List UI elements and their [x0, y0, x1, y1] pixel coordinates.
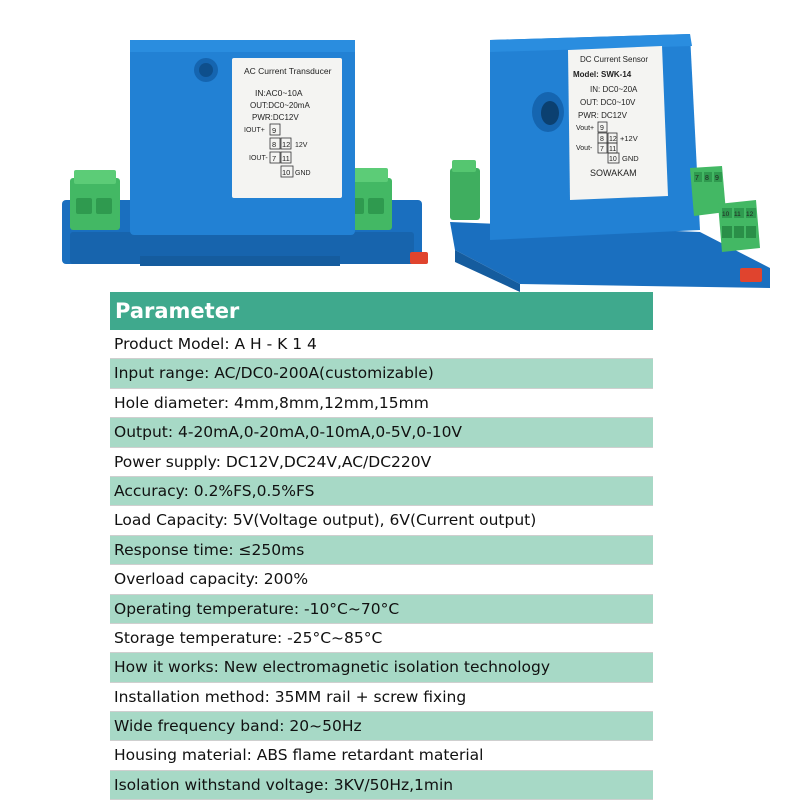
param-row-storage-temperature: Storage temperature: -25°C~85°C [110, 623, 653, 654]
left-label-iout-plus: IOUT+ [244, 127, 265, 134]
right-label-brand: SOWAKAM [590, 168, 637, 178]
param-row-response-time: Response time: ≤250ms [110, 535, 653, 566]
terminal-9: 9 [715, 175, 719, 182]
right-label-title: DC Current Sensor [580, 55, 648, 64]
param-row-frequency-band: Wide frequency band: 20~50Hz [110, 712, 653, 742]
right-pin-12: 12 [609, 136, 617, 143]
right-label-out: OUT: DC0~10V [580, 98, 636, 107]
right-pin-8: 8 [600, 136, 604, 143]
right-spec-label [568, 46, 668, 200]
right-label-vout-minus: Vout- [576, 145, 593, 152]
terminal-11: 11 [734, 211, 741, 218]
param-row-operating-temperature: Operating temperature: -10°C~70°C [110, 594, 653, 624]
left-pin-12: 12 [282, 140, 290, 149]
param-row-how-it-works: How it works: New electromagnetic isolat… [110, 653, 653, 683]
product-photo: AC Current Transducer IN:AC0~10A OUT:DC0… [0, 0, 800, 292]
left-pin-11: 11 [282, 154, 290, 163]
right-pin-10: 10 [609, 156, 617, 163]
terminal-8: 8 [705, 175, 709, 182]
right-pin-11: 11 [609, 146, 616, 153]
left-pin-12-text: 12V [295, 142, 308, 149]
terminal-block-side [450, 160, 480, 220]
left-pin-7: 7 [272, 154, 276, 163]
left-label-in: IN:AC0~10A [255, 88, 303, 98]
right-pin-9: 9 [600, 125, 604, 132]
left-pin-8: 8 [272, 140, 276, 149]
terminal-12: 12 [746, 211, 754, 218]
right-label-vout-plus: Vout+ [576, 125, 594, 132]
right-pin-10-text: GND [622, 154, 639, 163]
terminal-block-left [70, 170, 120, 230]
terminal-block-bottom: 10 11 12 [718, 200, 760, 252]
left-label-iout-minus: IOUT- [249, 155, 268, 162]
param-row-overload-capacity: Overload capacity: 200% [110, 565, 653, 595]
left-pin-10: 10 [282, 168, 290, 177]
rail-latch [410, 252, 428, 264]
left-label-out: OUT:DC0~20mA [250, 101, 310, 110]
left-transducer-device: AC Current Transducer IN:AC0~10A OUT:DC0… [62, 40, 428, 266]
right-label-model: Model: SWK-14 [573, 70, 632, 79]
param-row-isolation-voltage: Isolation withstand voltage: 3KV/50Hz,1m… [110, 770, 653, 800]
parameter-header: Parameter [110, 292, 653, 330]
terminal-7: 7 [695, 175, 699, 182]
parameter-table: Parameter Product Model: A H - K 1 4 Inp… [110, 292, 653, 800]
param-row-accuracy: Accuracy: 0.2%FS,0.5%FS [110, 476, 653, 507]
terminal-10: 10 [722, 211, 730, 218]
param-row-power-supply: Power supply: DC12V,DC24V,AC/DC220V [110, 447, 653, 477]
left-label-pwr: PWR:DC12V [252, 113, 299, 122]
right-label-in: IN: DC0~20A [590, 85, 638, 94]
param-row-input-range: Input range: AC/DC0-200A(customizable) [110, 359, 653, 389]
param-row-installation-method: Installation method: 35MM rail + screw f… [110, 682, 653, 713]
rail-latch-right [740, 268, 762, 282]
left-pin-10-text: GND [295, 170, 311, 177]
param-row-housing-material: Housing material: ABS flame retardant ma… [110, 741, 653, 771]
right-pin-12-text: +12V [620, 134, 638, 143]
param-row-load-capacity: Load Capacity: 5V(Voltage output), 6V(Cu… [110, 506, 653, 536]
left-label-title: AC Current Transducer [244, 66, 332, 76]
right-pin-7: 7 [600, 146, 604, 153]
left-spec-label [232, 58, 342, 198]
param-row-output: Output: 4-20mA,0-20mA,0-10mA,0-5V,0-10V [110, 418, 653, 448]
terminal-block-top: 7 8 9 [690, 166, 726, 216]
param-row-product-model: Product Model: A H - K 1 4 [110, 330, 653, 360]
left-pin-9: 9 [272, 126, 276, 135]
right-label-pwr: PWR: DC12V [578, 111, 628, 120]
param-row-hole-diameter: Hole diameter: 4mm,8mm,12mm,15mm [110, 388, 653, 419]
right-sensor-device: DC Current Sensor Model: SWK-14 IN: DC0~… [450, 34, 770, 292]
